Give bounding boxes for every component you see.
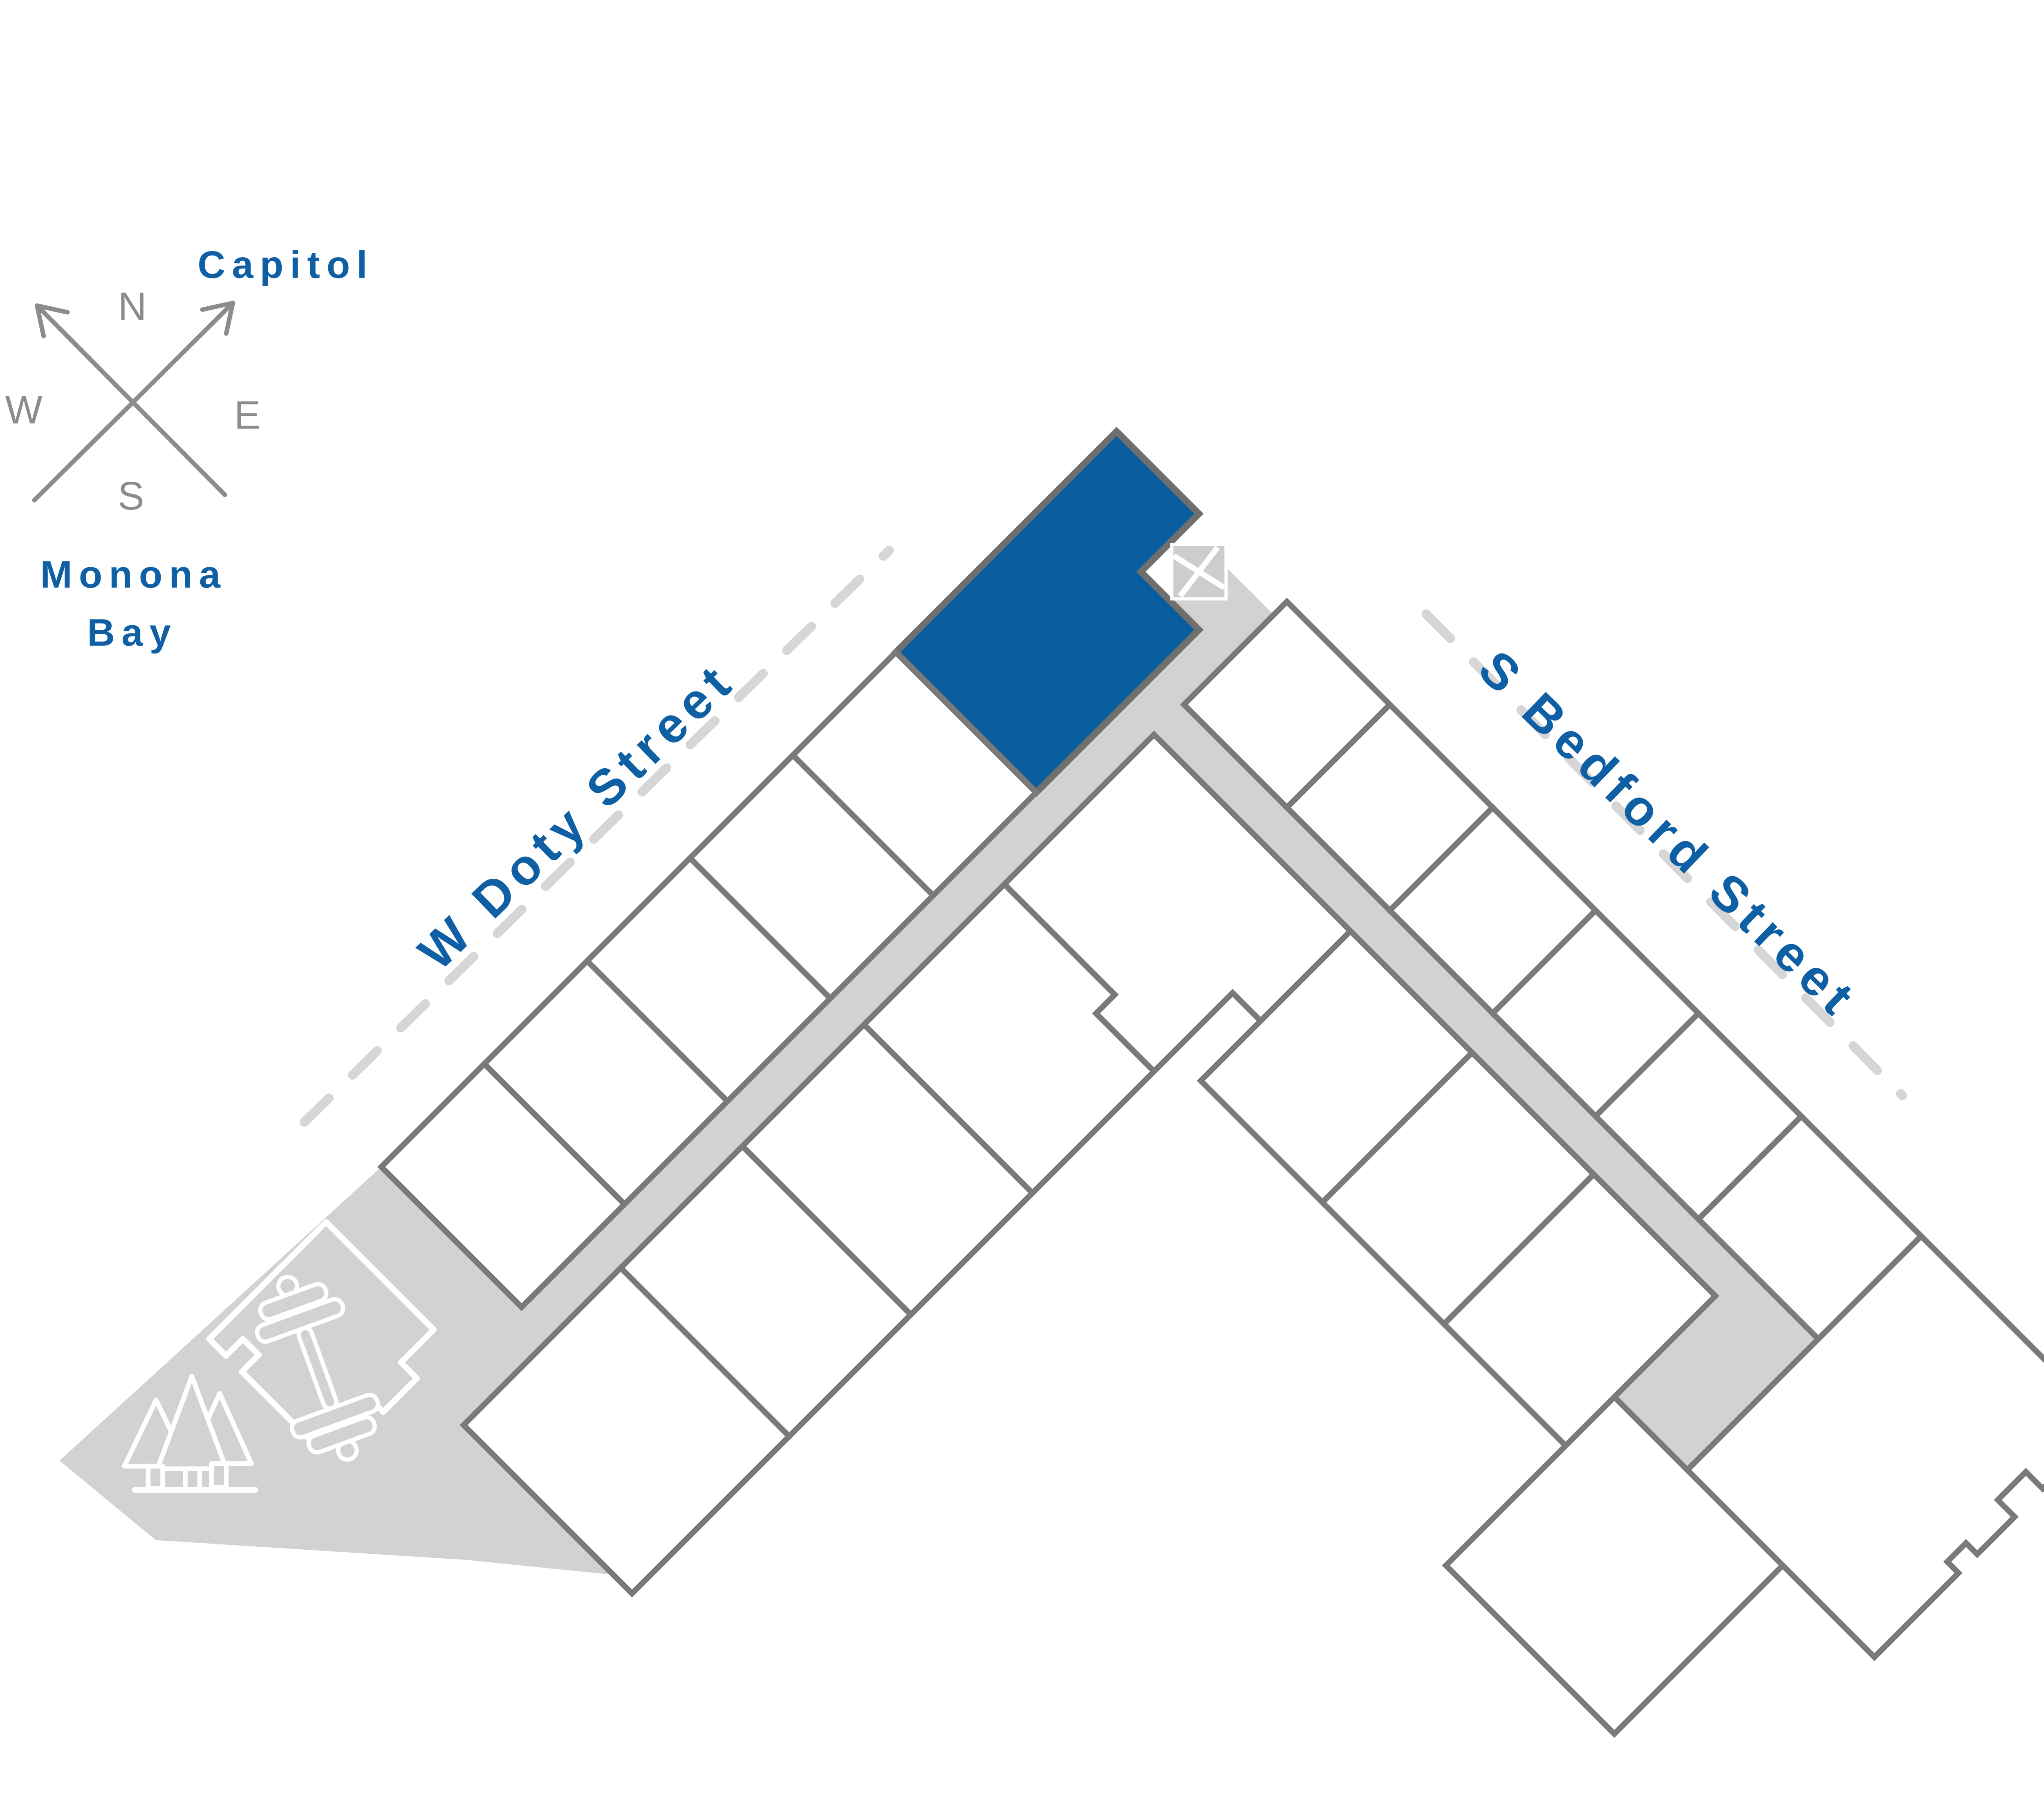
monona-bay-label-line1: Monona bbox=[40, 553, 227, 596]
capitol-label: Capitol bbox=[197, 243, 374, 286]
corridor-end-block bbox=[1614, 1296, 1788, 1470]
unit[interactable] bbox=[459, 1263, 793, 1598]
corridor-right-wing bbox=[1124, 674, 1818, 1369]
compass-west-label: W bbox=[5, 388, 43, 432]
unit[interactable] bbox=[1440, 1170, 1719, 1450]
monona-bay-label-line2: Bay bbox=[87, 611, 177, 654]
corridor-left-wing bbox=[497, 585, 1274, 1362]
elevator-x-icon bbox=[1170, 543, 1228, 601]
s-bedford-street-dashed-line bbox=[1421, 609, 1907, 1100]
compass-south-label: S bbox=[118, 473, 144, 518]
pine-trees-icon bbox=[122, 1373, 258, 1493]
compass-east-label: E bbox=[234, 393, 261, 437]
unit[interactable] bbox=[377, 1060, 629, 1311]
unit-end-notched[interactable] bbox=[1683, 1232, 2044, 1661]
unit[interactable] bbox=[1442, 1393, 1787, 1738]
dumbbell-icon bbox=[255, 1275, 380, 1462]
building-footprint bbox=[59, 426, 2044, 1738]
w-doty-street-dashed-line bbox=[300, 545, 894, 1127]
compass-north-label: N bbox=[118, 284, 147, 329]
compass-icon: N W E S bbox=[5, 284, 260, 518]
